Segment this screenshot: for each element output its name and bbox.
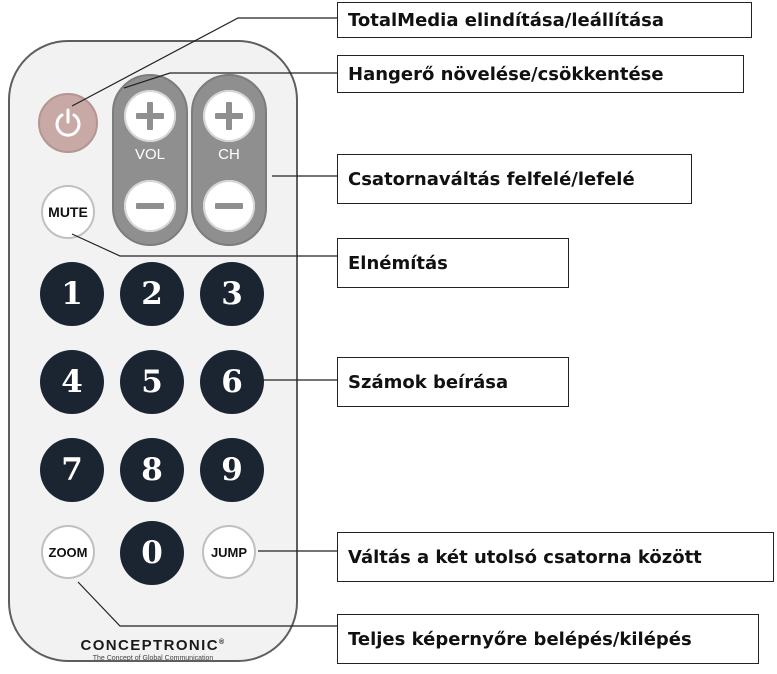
- digit-button-9[interactable]: 9: [200, 438, 264, 502]
- power-button[interactable]: [38, 93, 98, 153]
- volume-label: VOL: [134, 146, 165, 163]
- digit-button-1[interactable]: 1: [40, 262, 104, 326]
- digit-button-3[interactable]: 3: [200, 262, 264, 326]
- digit-button-8[interactable]: 8: [120, 438, 184, 502]
- callout-volume: Hangerő növelése/csökkentése: [337, 55, 744, 93]
- zoom-button[interactable]: ZOOM: [41, 525, 95, 579]
- channel-rocker: CH: [191, 74, 267, 246]
- callout-jump: Váltás a két utolsó csatorna között: [337, 532, 774, 582]
- digit-button-4[interactable]: 4: [40, 350, 104, 414]
- digit-button-7[interactable]: 7: [40, 438, 104, 502]
- callout-power: TotalMedia elindítása/leállítása: [337, 2, 752, 38]
- volume-down-button[interactable]: [124, 180, 176, 232]
- channel-up-button[interactable]: [203, 90, 255, 142]
- power-icon: [55, 108, 81, 137]
- digit-button-6[interactable]: 6: [200, 350, 264, 414]
- mute-button[interactable]: MUTE: [41, 185, 95, 239]
- minus-icon: [136, 203, 164, 209]
- brand-tagline: The Concept of Global Communication: [92, 655, 214, 662]
- callout-numbers: Számok beírása: [337, 357, 569, 407]
- digit-button-5[interactable]: 5: [120, 350, 184, 414]
- digit-button-0[interactable]: 0: [120, 521, 184, 585]
- brand-logo: CONCEPTRONIC®: [80, 637, 226, 654]
- callout-mute: Elnémítás: [337, 238, 569, 288]
- callout-channel: Csatornaváltás felfelé/lefelé: [337, 154, 692, 204]
- callout-zoom: Teljes képernyőre belépés/kilépés: [337, 614, 759, 664]
- minus-icon: [215, 203, 243, 209]
- volume-rocker: VOL: [112, 74, 188, 246]
- jump-button[interactable]: JUMP: [202, 525, 256, 579]
- volume-up-button[interactable]: [124, 90, 176, 142]
- channel-down-button[interactable]: [203, 180, 255, 232]
- channel-label: CH: [218, 146, 240, 163]
- digit-button-2[interactable]: 2: [120, 262, 184, 326]
